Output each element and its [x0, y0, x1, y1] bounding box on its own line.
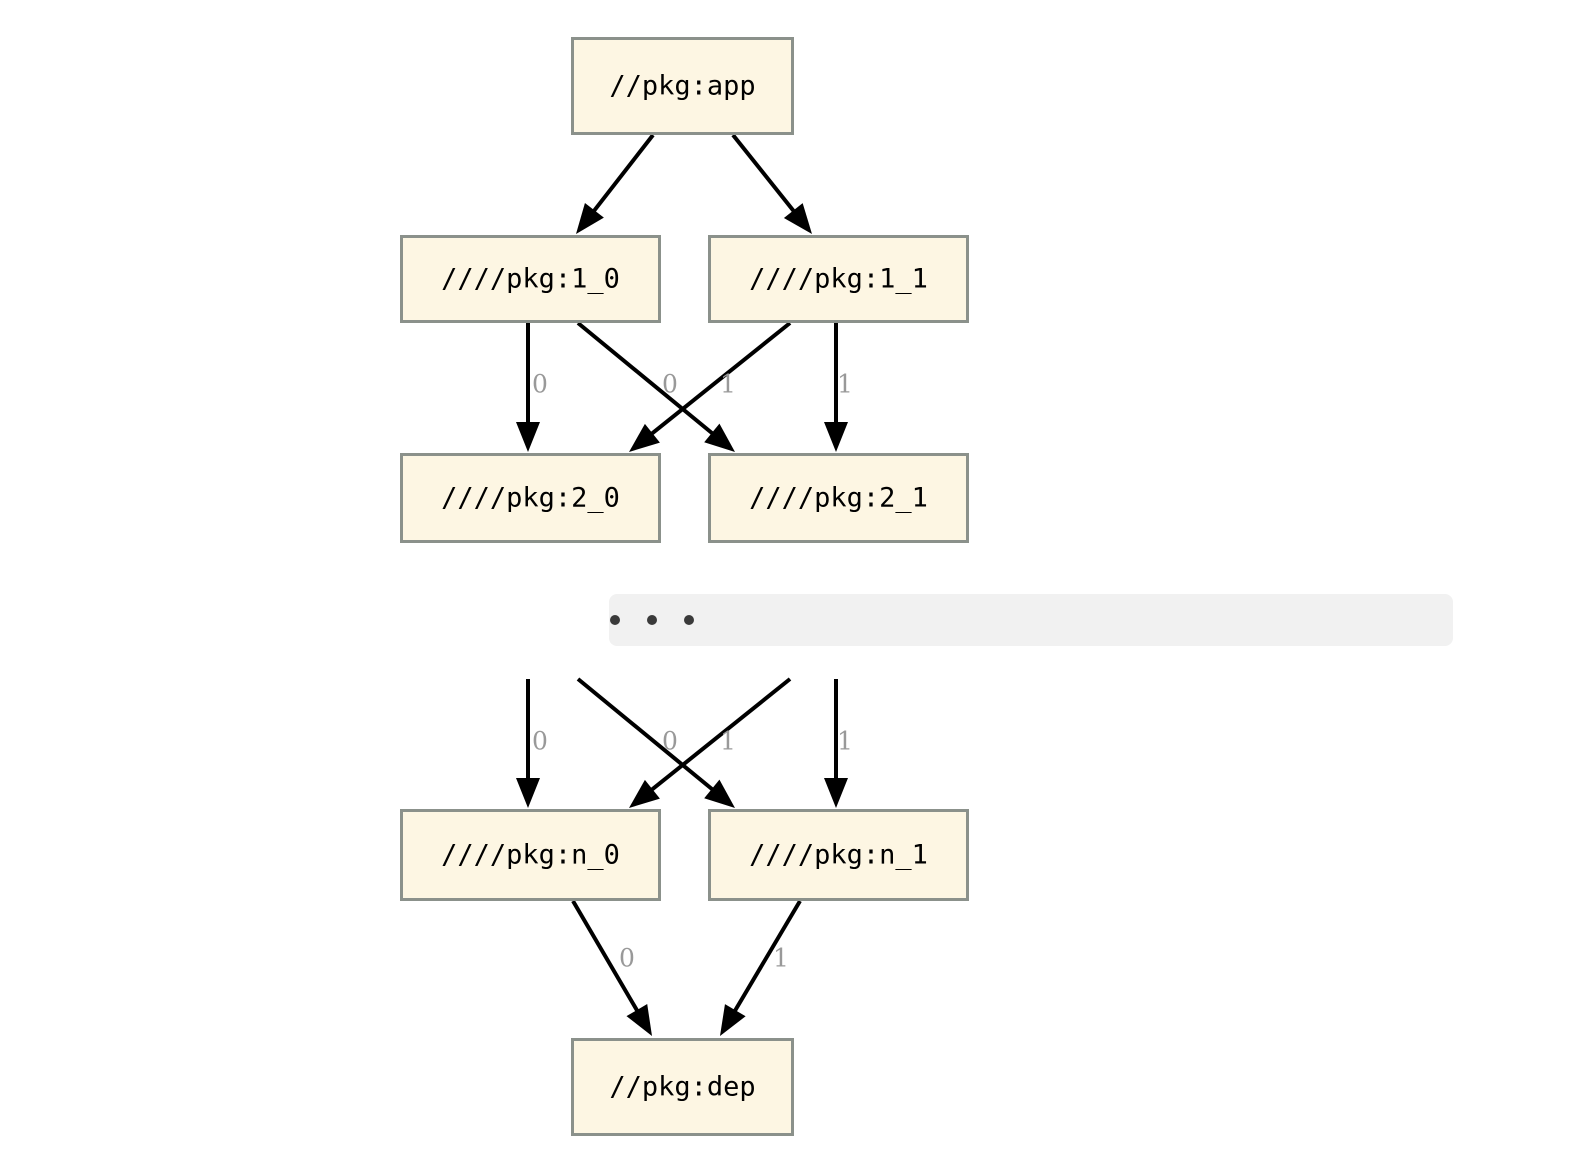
graph-edge	[629, 677, 792, 808]
graph-node-ln_1[interactable]: ////pkg:n_1	[708, 809, 969, 901]
edge-arrowhead	[629, 779, 660, 808]
node-box[interactable]	[708, 453, 969, 543]
graph-edge	[576, 133, 655, 234]
ellipsis-dot	[684, 615, 694, 625]
node-label: //pkg:app	[609, 71, 755, 102]
graph-edge	[824, 679, 848, 808]
edge-label: 0	[619, 944, 635, 973]
node-label: ////pkg:2_0	[441, 483, 620, 514]
edge-arrowhead	[720, 1004, 746, 1036]
edge-line	[646, 677, 792, 795]
node-label: //pkg:dep	[609, 1072, 755, 1103]
edge-arrowhead	[824, 778, 848, 808]
graph-edge	[516, 679, 540, 808]
nodes-layer: //pkg:app ////pkg:1_0 ////pkg:1_1 ////pkg:2…	[400, 37, 969, 1136]
edge-label: 0	[532, 727, 548, 756]
ellipsis-dot	[647, 615, 657, 625]
graph-edge	[571, 899, 652, 1036]
graph-edge	[516, 323, 540, 452]
graph-node-app[interactable]: //pkg:app	[571, 37, 794, 135]
node-label: ////pkg:1_1	[749, 264, 928, 295]
graph-edge	[576, 321, 735, 452]
graph-edge	[629, 321, 792, 452]
graph-edge	[731, 133, 812, 234]
edge-arrowhead	[626, 1004, 652, 1036]
edge-label: 1	[773, 944, 789, 973]
edge-label: 1	[837, 727, 853, 756]
graph-node-ln_0[interactable]: ////pkg:n_0	[400, 809, 661, 901]
graph-node-l2_1[interactable]: ////pkg:2_1	[708, 453, 969, 543]
edge-arrowhead	[783, 203, 812, 234]
node-label: ////pkg:1_0	[441, 264, 620, 295]
edge-line	[571, 899, 642, 1017]
ellipsis-band	[609, 594, 1453, 646]
edge-line	[646, 321, 792, 439]
graph-node-dep[interactable]: //pkg:dep	[571, 1038, 794, 1136]
graph-edge	[720, 899, 802, 1036]
edge-arrowhead	[516, 778, 540, 808]
node-box[interactable]	[400, 235, 661, 323]
node-box[interactable]	[571, 37, 794, 135]
edge-line	[576, 321, 718, 439]
node-box[interactable]	[571, 1038, 794, 1136]
graph-edge	[824, 323, 848, 452]
edge-arrowhead	[576, 202, 604, 234]
graph-node-l1_0[interactable]: ////pkg:1_0	[400, 235, 661, 323]
edge-arrowhead	[516, 422, 540, 452]
edge-line	[730, 899, 802, 1017]
node-label: ////pkg:n_1	[749, 840, 928, 871]
edge-arrowhead	[824, 422, 848, 452]
edge-labels-layer: 0 0 1 1 0 0 1 1 0 1	[532, 370, 853, 973]
node-box[interactable]	[708, 809, 969, 901]
graph-node-l2_0[interactable]: ////pkg:2_0	[400, 453, 661, 543]
edge-label: 0	[532, 370, 548, 399]
edge-label: 0	[662, 727, 678, 756]
node-box[interactable]	[400, 809, 661, 901]
node-box[interactable]	[400, 453, 661, 543]
ellipsis-dot	[610, 615, 620, 625]
edges-layer	[516, 133, 848, 1036]
edge-arrowhead	[629, 423, 660, 452]
edge-line	[731, 133, 799, 217]
edge-line	[589, 133, 655, 217]
edge-label: 0	[662, 370, 678, 399]
graph-node-l1_1[interactable]: ////pkg:1_1	[708, 235, 969, 323]
edge-label: 1	[837, 370, 853, 399]
edge-label: 1	[720, 727, 736, 756]
edge-arrowhead	[704, 423, 735, 452]
edge-line	[576, 677, 718, 795]
ellipsis-separator	[609, 594, 1453, 646]
graph-edge	[576, 677, 735, 808]
node-box[interactable]	[708, 235, 969, 323]
node-label: ////pkg:2_1	[749, 483, 928, 514]
node-label: ////pkg:n_0	[441, 840, 620, 871]
edge-arrowhead	[704, 779, 735, 808]
edge-label: 1	[720, 370, 736, 399]
